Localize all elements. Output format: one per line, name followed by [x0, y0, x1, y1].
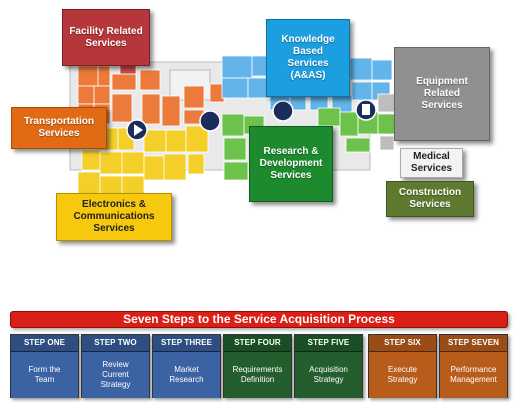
- step-one[interactable]: STEP ONE Form the Team: [10, 334, 79, 398]
- step-four[interactable]: STEP FOUR Requirements Definition: [223, 334, 292, 398]
- step-body: Form the Team: [11, 352, 78, 398]
- step-body: Market Research: [153, 352, 220, 398]
- step-six[interactable]: STEP SIX Execute Strategy: [368, 334, 437, 398]
- step-body: Acquisition Strategy: [295, 352, 362, 398]
- map-zone-equipment: [377, 93, 397, 151]
- medical-services-box[interactable]: Medical Services: [400, 148, 463, 178]
- construction-services-box[interactable]: Construction Services: [386, 181, 474, 217]
- location-marker-icon: [272, 100, 294, 122]
- step-header: STEP SIX: [369, 335, 436, 352]
- research-services-box[interactable]: Research & Development Services: [249, 126, 333, 202]
- step-header: STEP SEVEN: [440, 335, 507, 352]
- step-seven[interactable]: STEP SEVEN Performance Management: [439, 334, 508, 398]
- step-five[interactable]: STEP FIVE Acquisition Strategy: [294, 334, 363, 398]
- step-header: STEP FOUR: [224, 335, 291, 352]
- knowledge-services-box[interactable]: Knowledge Based Services (A&AS): [266, 19, 350, 97]
- electronics-services-box[interactable]: Electronics & Communications Services: [56, 193, 172, 241]
- facility-services-box[interactable]: Facility Related Services: [62, 9, 150, 66]
- step-three[interactable]: STEP THREE Market Research: [152, 334, 221, 398]
- transportation-services-box[interactable]: Transportation Services: [11, 107, 107, 149]
- step-body: Execute Strategy: [369, 352, 436, 398]
- step-header: STEP TWO: [82, 335, 149, 352]
- step-two[interactable]: STEP TWO Review Current Strategy: [81, 334, 150, 398]
- step-body: Requirements Definition: [224, 352, 291, 398]
- step-header: STEP ONE: [11, 335, 78, 352]
- step-body: Performance Management: [440, 352, 507, 398]
- step-header: STEP FIVE: [295, 335, 362, 352]
- map-markers: [126, 99, 377, 177]
- location-marker-icon: [199, 110, 221, 132]
- step-header: STEP THREE: [153, 335, 220, 352]
- step-body: Review Current Strategy: [82, 352, 149, 398]
- equipment-services-box[interactable]: Equipment Related Services: [394, 47, 490, 141]
- steps-title-bar: Seven Steps to the Service Acquisition P…: [10, 311, 508, 328]
